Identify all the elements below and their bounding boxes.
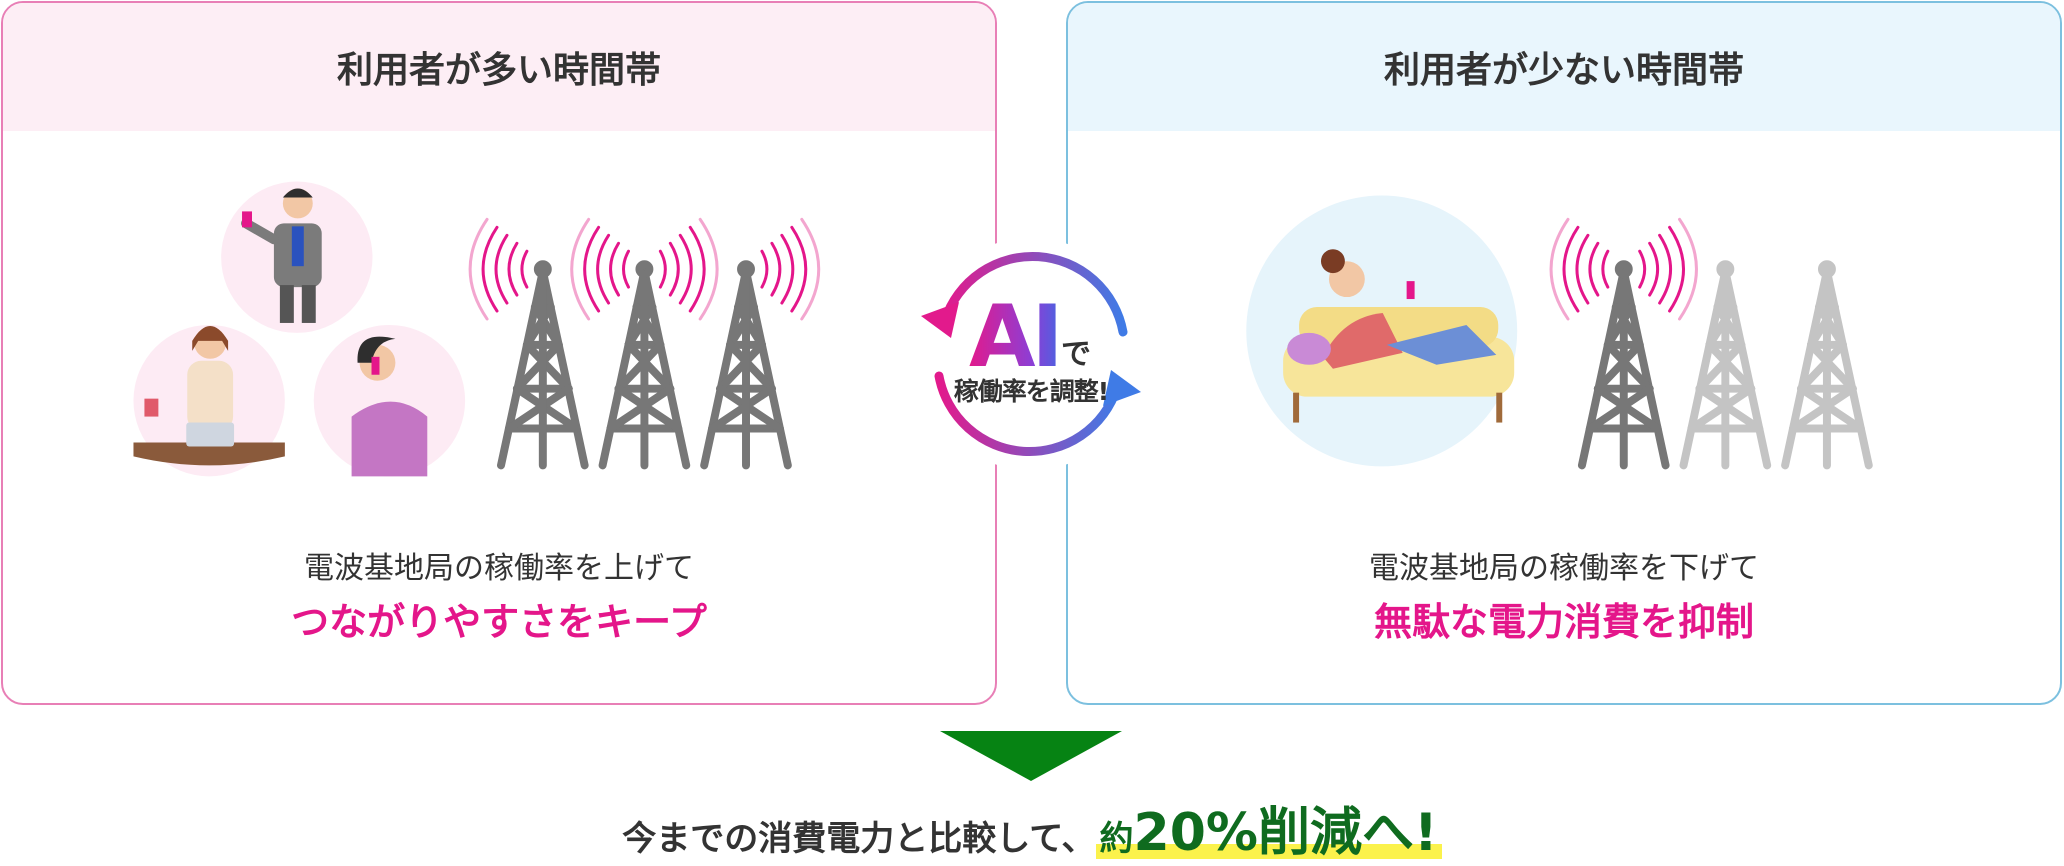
radio-tower-inactive-icon bbox=[1781, 260, 1873, 470]
down-arrow-icon bbox=[940, 731, 1122, 781]
ai-badge-text: AI で 稼働率を調整! bbox=[911, 234, 1151, 474]
woman-phone-icon bbox=[313, 324, 466, 477]
summary-line: 今までの消費電力と比較して、約20%削減へ! bbox=[0, 790, 2064, 865]
quiet-hours-description: 電波基地局の稼働率を下げて bbox=[1369, 551, 1759, 586]
radio-tower-icon bbox=[700, 260, 792, 470]
busy-hours-title: 利用者が多い時間帯 bbox=[3, 3, 995, 131]
busy-hours-illustration bbox=[133, 181, 821, 477]
ai-adjust-badge: AI で 稼働率を調整! bbox=[911, 234, 1151, 474]
busy-hours-description: 電波基地局の稼働率を上げて bbox=[304, 551, 694, 586]
quiet-hours-title: 利用者が少ない時間帯 bbox=[1068, 3, 2060, 131]
woman-laptop-icon bbox=[133, 324, 285, 477]
summary-prefix: 今までの消費電力と比較して、 bbox=[622, 819, 1096, 859]
ai-label: AI bbox=[969, 287, 1064, 387]
summary-highlight-big: 20%削減へ! bbox=[1133, 803, 1438, 863]
quiet-hours-panel: 利用者が少ない時間帯 bbox=[1066, 1, 2062, 705]
quiet-hours-emphasis: 無駄な電力消費を抑制 bbox=[1373, 600, 1754, 644]
radio-tower-icon bbox=[1577, 260, 1670, 470]
quiet-hours-illustration bbox=[1246, 195, 1873, 470]
radio-tower-inactive-icon bbox=[1679, 260, 1772, 470]
summary-highlight-small: 約 bbox=[1099, 819, 1134, 859]
businessman-icon bbox=[221, 181, 373, 333]
busy-hours-panel: 利用者が多い時間帯 bbox=[1, 1, 997, 705]
busy-hours-emphasis: つながりやすさをキープ bbox=[291, 600, 707, 644]
ai-particle: で bbox=[1061, 337, 1091, 372]
woman-sofa-icon bbox=[1246, 195, 1518, 467]
cycle-arrows-icon bbox=[915, 238, 1147, 470]
signal-waves-icon bbox=[1549, 217, 1698, 321]
signal-waves-icon bbox=[468, 217, 821, 321]
summary-highlight: 約20%削減へ! bbox=[1095, 803, 1442, 863]
ai-sub-label: 稼働率を調整! bbox=[953, 377, 1109, 406]
radio-tower-icon bbox=[497, 260, 589, 470]
radio-tower-icon bbox=[598, 260, 691, 470]
